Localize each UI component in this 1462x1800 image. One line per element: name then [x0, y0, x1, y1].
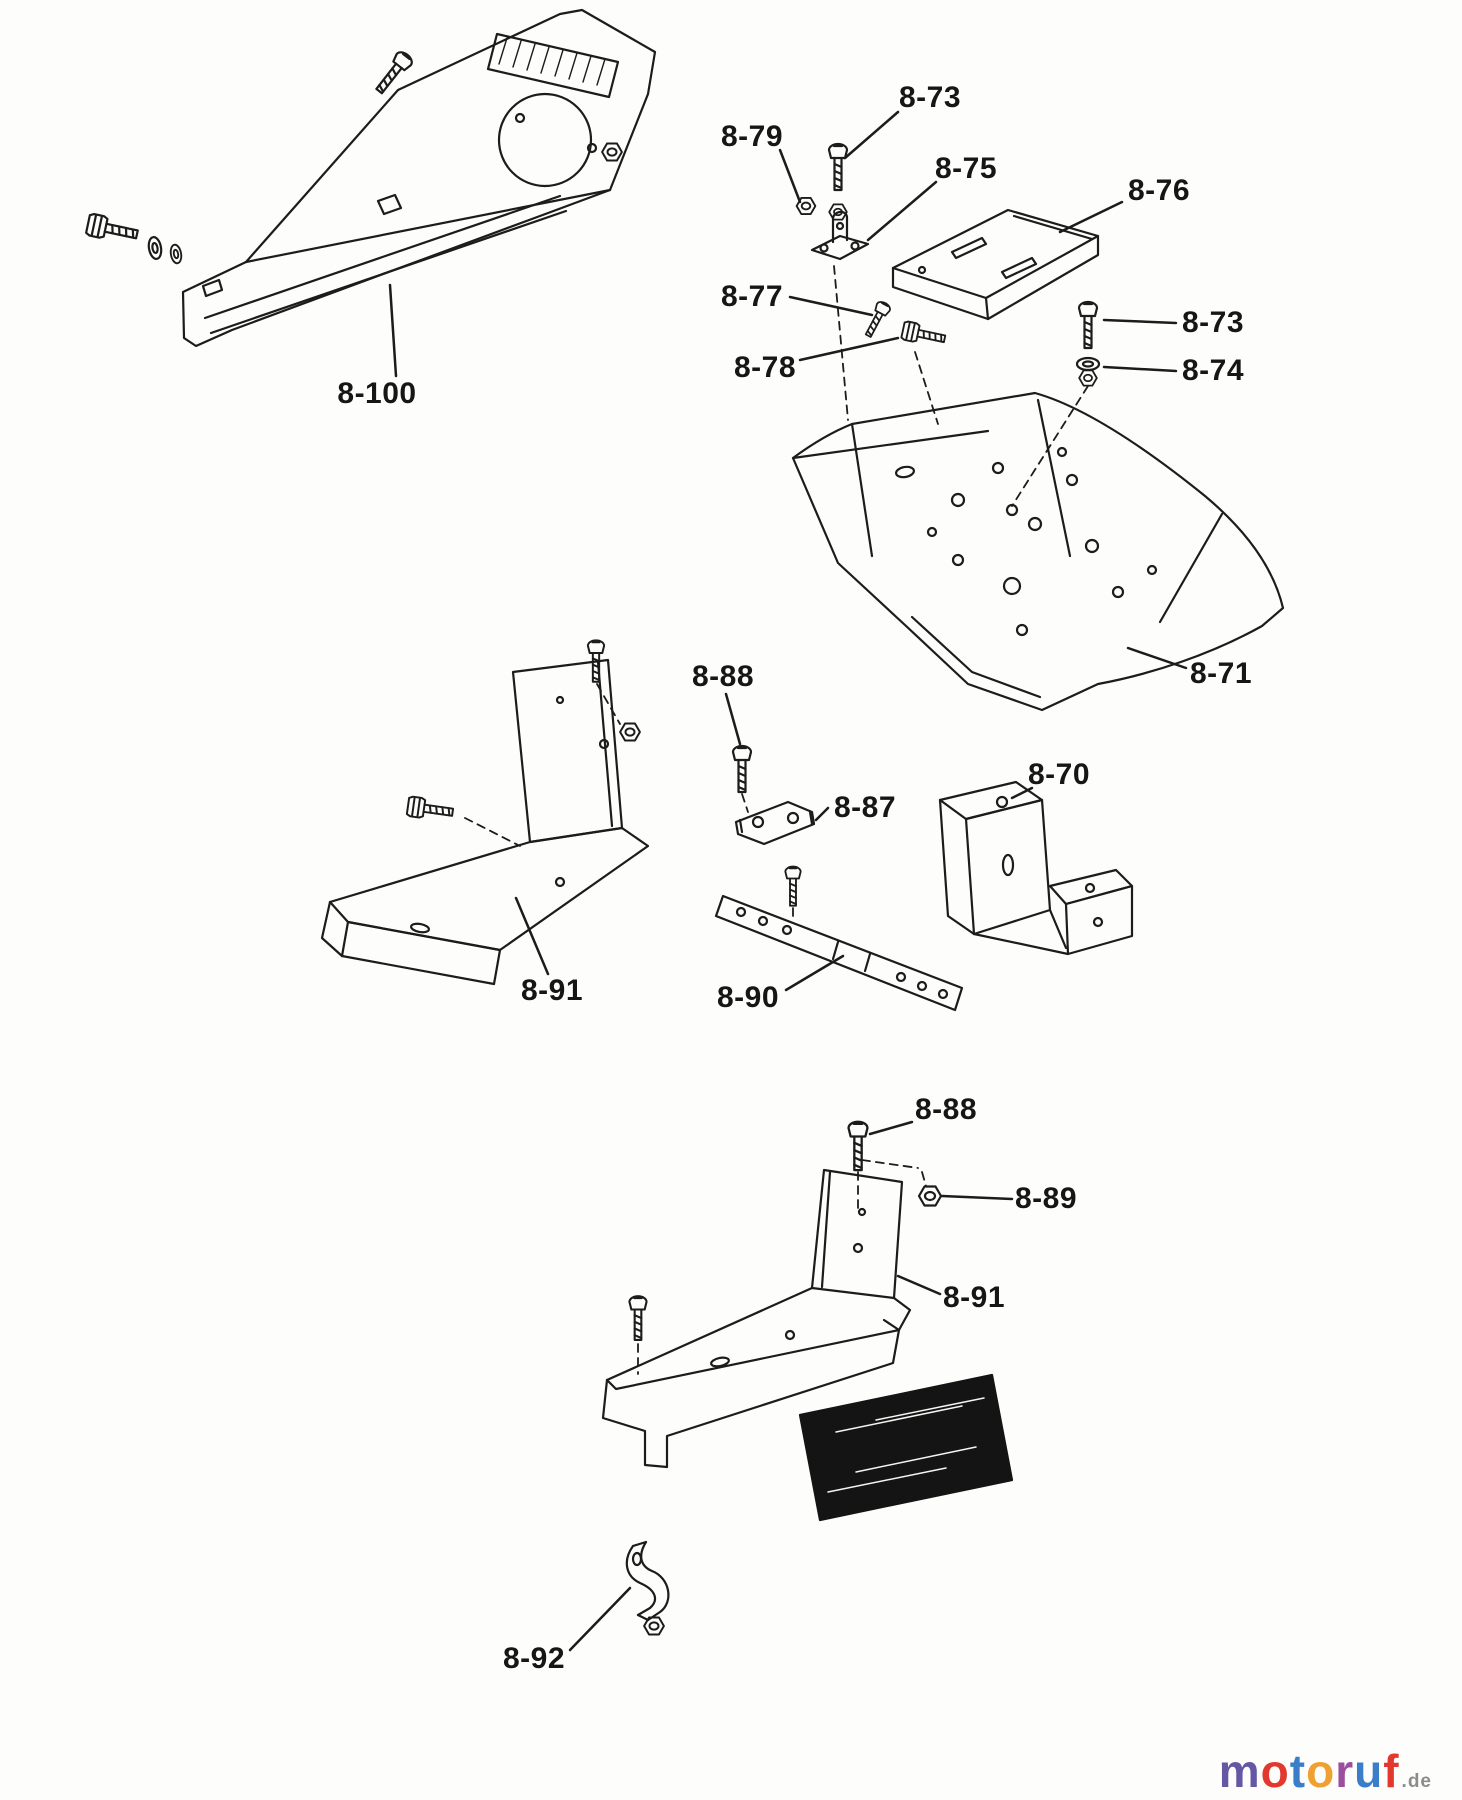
watermark-suffix: .de	[1401, 1771, 1432, 1792]
part-label-8-76: 8-76	[1127, 174, 1191, 207]
part-label-8-77: 8-77	[720, 280, 784, 313]
part-label-8-78: 8-78	[733, 351, 797, 384]
part-label-8-74: 8-74	[1181, 354, 1245, 387]
part-8-71-drawing	[791, 391, 1285, 712]
watermark-letter-f: f	[1383, 1745, 1400, 1797]
part-label-8-71: 8-71	[1189, 657, 1253, 690]
leader-lines	[388, 110, 1188, 1652]
part-label-8-88-bottom: 8-88	[914, 1093, 978, 1126]
watermark-motoruf-logo[interactable]: m o t o r u f .de	[1219, 1748, 1432, 1794]
part-8-91-bottom-drawing	[601, 1120, 1014, 1636]
watermark-letter-u: u	[1354, 1745, 1384, 1797]
part-label-8-73-right: 8-73	[1181, 306, 1245, 339]
watermark-letter-t: t	[1289, 1745, 1307, 1797]
part-label-8-70: 8-70	[1027, 758, 1091, 791]
part-8-87-8-88-8-90-drawing	[714, 744, 964, 1012]
part-label-8-91-bottom: 8-91	[942, 1281, 1006, 1314]
part-8-100-drawing	[84, 8, 657, 348]
watermark-letter-o2: o	[1306, 1745, 1336, 1797]
part-8-91-mid-drawing	[320, 639, 650, 986]
part-label-8-75: 8-75	[934, 152, 998, 185]
part-label-8-89: 8-89	[1014, 1182, 1078, 1215]
watermark-letter-o1: o	[1260, 1745, 1290, 1797]
part-label-8-87: 8-87	[833, 791, 897, 824]
part-8-70-drawing	[938, 780, 1134, 956]
part-label-8-91-mid: 8-91	[520, 974, 584, 1007]
part-label-8-90: 8-90	[716, 981, 780, 1014]
part-label-8-100: 8-100	[337, 377, 417, 410]
part-label-8-73-top: 8-73	[898, 81, 962, 114]
watermark-letter-m: m	[1218, 1745, 1261, 1797]
part-label-8-92: 8-92	[502, 1642, 566, 1675]
part-label-8-88-mid: 8-88	[691, 660, 755, 693]
top-right-fasteners-drawing	[795, 142, 1101, 507]
watermark-letter-r: r	[1335, 1745, 1355, 1797]
part-label-8-79: 8-79	[720, 120, 784, 153]
